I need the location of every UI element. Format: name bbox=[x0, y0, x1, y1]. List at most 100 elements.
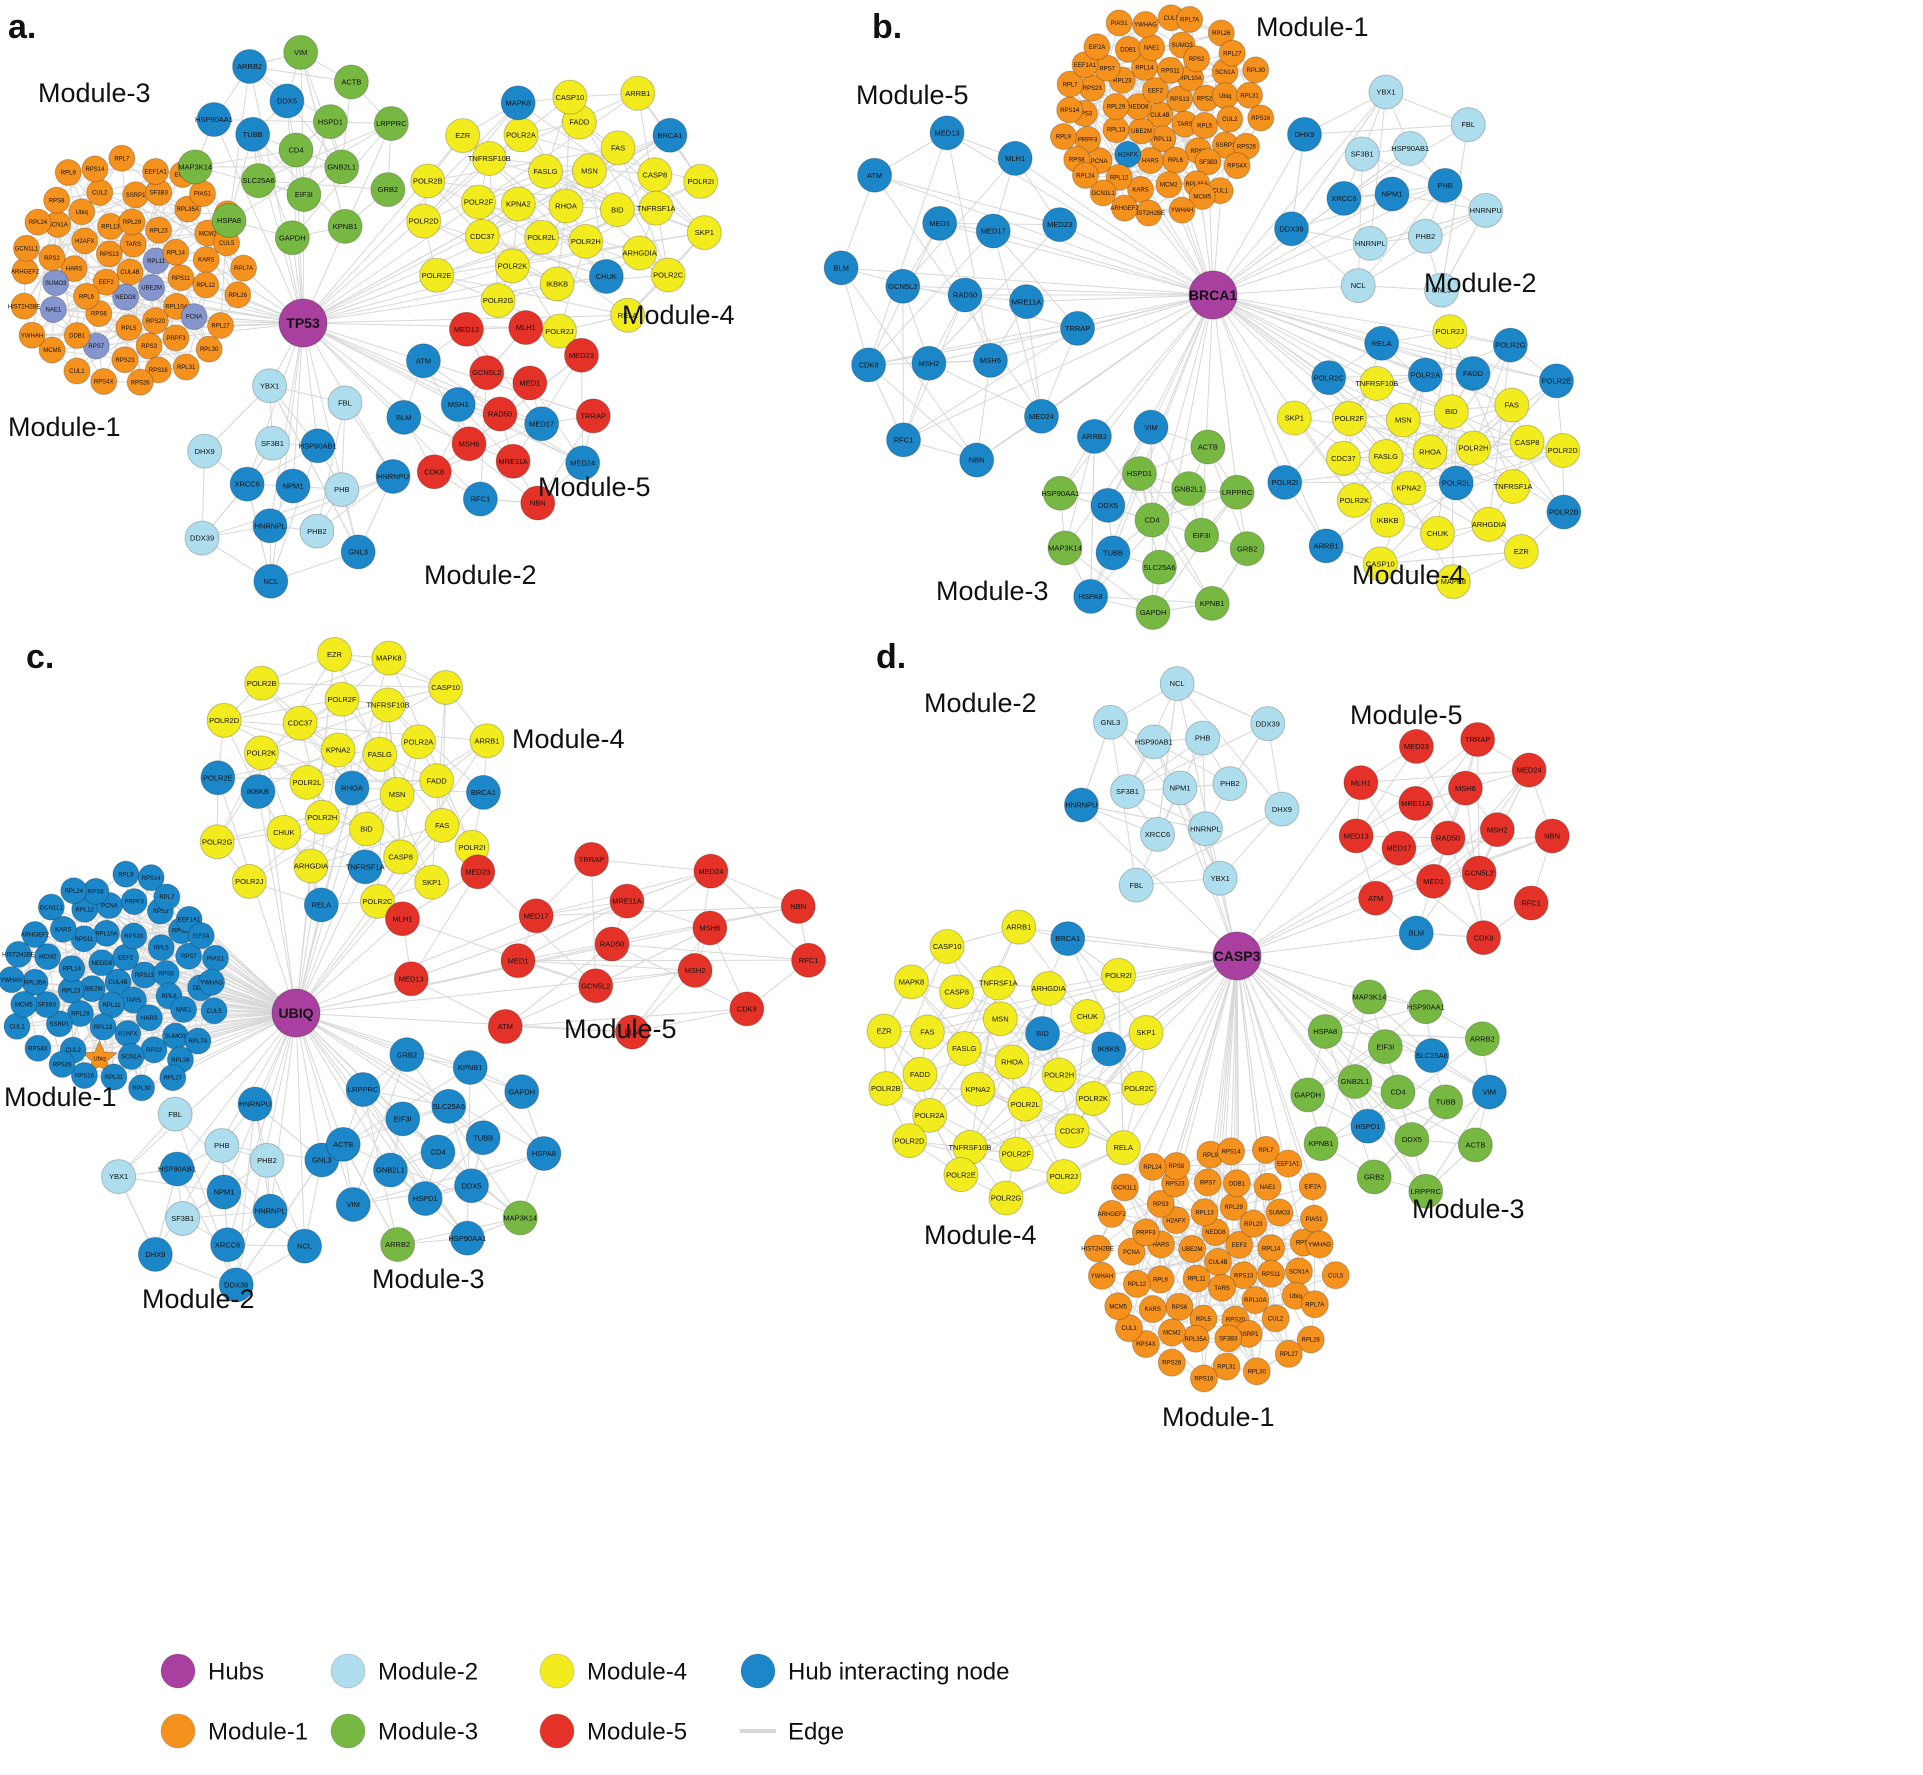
node-RPL7A: RPL7A bbox=[184, 1027, 212, 1055]
node-TUBB: TUBB bbox=[1095, 535, 1131, 571]
node-label: POLR2D bbox=[894, 1136, 925, 1145]
node-LRPPRC: LRPPRC bbox=[373, 106, 409, 142]
node-label: RPL31 bbox=[1240, 93, 1259, 99]
node-FADD: FADD bbox=[902, 1056, 938, 1092]
panel-letter: a. bbox=[8, 8, 36, 46]
node-label: CDC37 bbox=[1060, 1127, 1085, 1136]
node-label: SCN1A bbox=[121, 1055, 141, 1061]
node-XRCC6: XRCC6 bbox=[1326, 180, 1362, 216]
node-label: MSN bbox=[389, 790, 406, 799]
node-TRRAP: TRRAP bbox=[1060, 310, 1096, 346]
node-POLR2J: POLR2J bbox=[541, 313, 577, 349]
node-label: POLR2H bbox=[1044, 1071, 1074, 1080]
node-label: VIM bbox=[1144, 423, 1157, 432]
node-MCM5: MCM5 bbox=[10, 990, 38, 1018]
node-label: ARHGDIA bbox=[623, 249, 657, 258]
node-label: RPS16 bbox=[1194, 1377, 1214, 1383]
node-label: RPL14 bbox=[1262, 1246, 1281, 1252]
node-PHB: PHB bbox=[204, 1128, 240, 1164]
node-label: MLH1 bbox=[516, 323, 536, 332]
node-label: TARS bbox=[1177, 122, 1193, 128]
node-label: MED17 bbox=[529, 419, 554, 428]
node-label: HNRNPL bbox=[1355, 239, 1386, 248]
node-GAPDH: GAPDH bbox=[274, 220, 310, 256]
node-label: MSN bbox=[581, 167, 598, 176]
node-RPL29: RPL29 bbox=[1102, 92, 1130, 120]
node-label: ARHGEF2 bbox=[1098, 1212, 1127, 1218]
node-label: TNFRSF1A bbox=[346, 862, 385, 871]
node-label: POLR2E bbox=[422, 271, 452, 280]
node-HSPA8: HSPA8 bbox=[526, 1135, 562, 1171]
node-label: POLR2J bbox=[235, 877, 264, 886]
panel-letter: c. bbox=[26, 638, 54, 676]
node-label: RELA bbox=[1372, 339, 1392, 348]
node-H2AFX: H2AFX bbox=[71, 227, 99, 255]
node-label: MAPK8 bbox=[899, 978, 924, 987]
node-CASP8: CASP8 bbox=[939, 974, 975, 1010]
module-label: Module-5 bbox=[564, 1014, 677, 1044]
node-label: SF3B3 bbox=[1219, 1336, 1238, 1342]
node-ARRB2: ARRB2 bbox=[232, 48, 268, 84]
node-label: TRRAP bbox=[579, 855, 604, 864]
node-label: RPS13 bbox=[135, 973, 155, 979]
node-EZR: EZR bbox=[1503, 534, 1539, 570]
node-RPS20: RPS20 bbox=[141, 307, 169, 335]
node-label: BID bbox=[1445, 407, 1458, 416]
cluster-module-5: RAD50MRE11AMSH6MSH2GCN5L2MED1MED17TRRAPM… bbox=[386, 310, 611, 521]
node-label: PCNA bbox=[186, 315, 203, 321]
node-label: NPM1 bbox=[214, 1188, 235, 1197]
node-HIST2H2BE: HIST2H2BE bbox=[1081, 1234, 1114, 1263]
node-GCN5L2: GCN5L2 bbox=[469, 355, 505, 391]
node-EEF2: EEF2 bbox=[92, 268, 120, 296]
node-label: MED1 bbox=[519, 379, 540, 388]
node-MED24: MED24 bbox=[693, 853, 729, 889]
node-MSN: MSN bbox=[982, 1001, 1018, 1037]
node-label: POLR2B bbox=[413, 177, 443, 186]
node-GAPDH: GAPDH bbox=[504, 1074, 540, 1110]
node-RPS11: RPS11 bbox=[1156, 56, 1184, 84]
node-RPL24: RPL24 bbox=[1071, 161, 1099, 189]
node-HARS: HARS bbox=[135, 1004, 163, 1032]
node-POLR2G: POLR2G bbox=[1492, 327, 1528, 363]
node-label: MED13 bbox=[1344, 832, 1369, 841]
node-label: RHOA bbox=[1001, 1058, 1023, 1067]
node-label: H2AFX bbox=[118, 1032, 137, 1038]
node-label: ARRB1 bbox=[1006, 923, 1031, 932]
node-label: BID bbox=[1036, 1029, 1049, 1038]
node-label: LRPPRC bbox=[1411, 1187, 1442, 1196]
node-HSPA8: HSPA8 bbox=[211, 202, 247, 238]
node-label: CD4 bbox=[430, 1148, 445, 1157]
node-label: POLR2E bbox=[203, 773, 233, 782]
node-label: POLR2A bbox=[915, 1111, 945, 1120]
node-label: SUMO3 bbox=[1171, 43, 1193, 49]
node-label: RPL26 bbox=[1212, 31, 1231, 37]
node-label: SLC25A6 bbox=[242, 176, 274, 185]
node-FAS: FAS bbox=[600, 130, 636, 166]
node-label: TUBB bbox=[243, 130, 263, 139]
node-RPL14: RPL14 bbox=[1257, 1234, 1286, 1263]
node-ARHGDIA: ARHGDIA bbox=[1471, 506, 1507, 542]
node-label: RPL35A bbox=[1185, 1337, 1207, 1343]
node-RPL27: RPL27 bbox=[159, 1064, 187, 1092]
node-label: RPL7A bbox=[1305, 1302, 1324, 1308]
node-label: FADD bbox=[427, 776, 448, 785]
node-TUBB: TUBB bbox=[235, 116, 271, 152]
node-RPS4X: RPS4X bbox=[24, 1034, 52, 1062]
node-POLR2H: POLR2H bbox=[1455, 430, 1491, 466]
module-label: Module-3 bbox=[1412, 1194, 1525, 1224]
node-SF3B1: SF3B1 bbox=[165, 1201, 201, 1237]
node-label: RPS16 bbox=[149, 368, 169, 374]
hub-node-CASP3: CASP3 bbox=[1212, 931, 1262, 981]
node-label: RPL7A bbox=[188, 1039, 207, 1045]
node-label: RPL13 bbox=[1107, 128, 1126, 134]
node-label: GNL3 bbox=[1101, 718, 1121, 727]
node-label: RPL14 bbox=[63, 967, 82, 973]
node-label: RPS4X bbox=[1136, 1342, 1156, 1348]
node-RPL29: RPL29 bbox=[66, 1000, 94, 1028]
node-label: HSPA8 bbox=[1079, 592, 1103, 601]
node-label: RPL12 bbox=[1110, 175, 1129, 181]
node-MRE11A: MRE11A bbox=[495, 443, 531, 479]
node-label: RPL35A bbox=[177, 207, 199, 213]
cluster-module-3: CD4HSPD1GNB2L1EIF3ISLC25A6TUBBDDX5VIMACT… bbox=[1041, 409, 1265, 630]
